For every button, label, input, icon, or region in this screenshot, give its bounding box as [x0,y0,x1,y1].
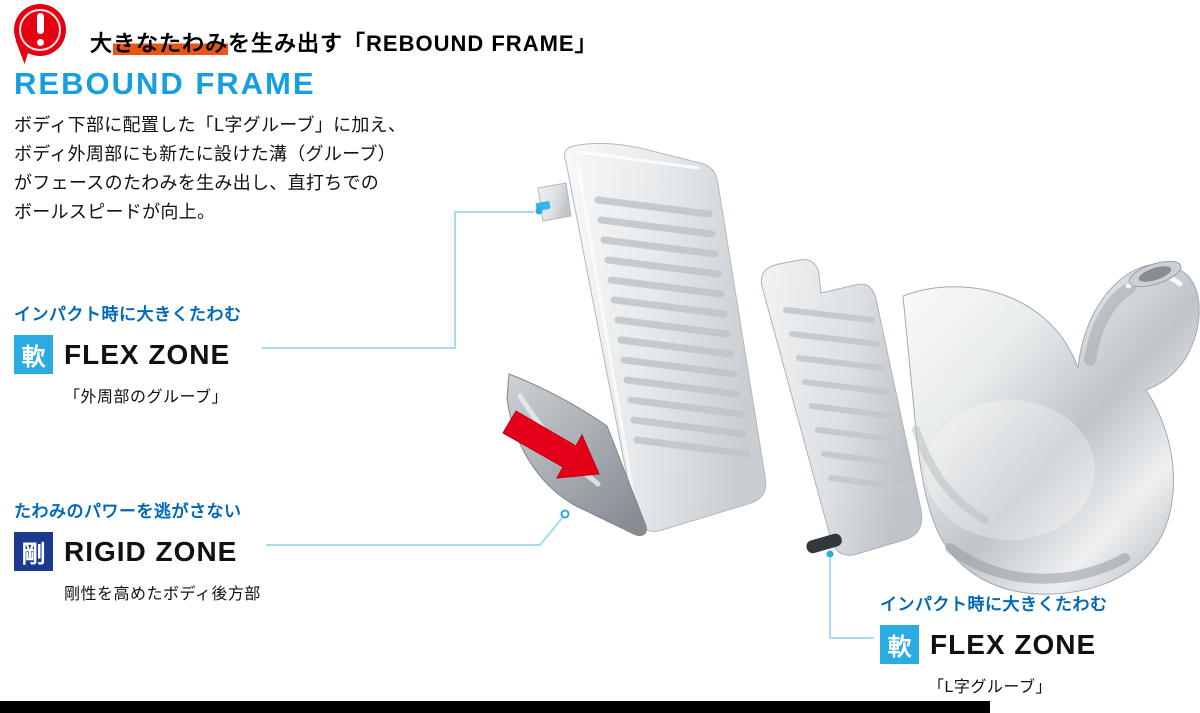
connector-dots [535,207,834,558]
description-line: ボディ外周部にも新たに設けた溝（グルーブ） [14,144,396,164]
zone-row: 軟 FLEX ZONE [880,625,1108,664]
callout-flex-outer: インパクト時に大きくたわむ 軟 FLEX ZONE 「外周部のグルーブ」 [14,300,242,407]
zone-row: 軟 FLEX ZONE [14,335,242,374]
section-title-prefix: 大 [90,31,114,56]
face-grooves [594,196,751,458]
zone-name: FLEX ZONE [930,628,1097,660]
plate-grooves [783,307,910,491]
section-title-suffix: を生み出す「REBOUND FRAME」 [228,31,598,56]
callout-tagline: インパクト時に大きくたわむ [14,305,242,324]
callout-rigid: たわみのパワーを逃がさない 剛 RIGID ZONE 剛性を高めたボディ後方部 [14,497,261,604]
l-groove-slot [806,533,842,554]
callout-caption: 剛性を高めたボディ後方部 [64,586,261,603]
exclamation-bar [36,13,44,34]
description-line: ボールスピードが向上。 [14,202,216,222]
callout-connectors [262,211,874,639]
zone-name: RIGID ZONE [64,535,238,567]
zone-row: 剛 RIGID ZONE [14,532,261,571]
feature-description: ボディ下部に配置した「L字グルーブ」に加え、 ボディ外周部にも新たに設けた溝（グ… [14,111,406,227]
club-face-plate [535,142,767,532]
exclamation-dot [36,39,44,46]
connector-flex-outer [262,211,534,349]
zone-name: FLEX ZONE [64,338,231,370]
l-groove-arrow [502,410,600,479]
description-line: ボディ下部に配置した「L字グルーブ」に加え、 [14,115,407,135]
callout-caption: 「L字グルーブ」 [928,679,1052,696]
alert-icon-bubble [14,4,66,56]
feature-heading: REBOUND FRAME [14,66,316,101]
section-divider [0,701,990,713]
soft-badge: 軟 [880,625,919,664]
alert-icon-ring [19,9,61,51]
soft-badge: 軟 [14,335,53,374]
connector-flex-l [829,558,874,639]
callout-caption: 「外周部のグルーブ」 [64,389,229,406]
connector-dot-flex-outer [535,207,543,215]
rigid-badge: 剛 [14,532,53,571]
callout-tagline: インパクト時に大きくたわむ [880,595,1108,614]
connector-rigid [266,516,564,546]
section-title-highlight: きなたわみ [113,31,229,56]
connector-dot-flex-l [826,550,834,558]
club-inner-plate [760,259,923,556]
club-body-hosel [902,260,1200,595]
alert-icon [8,2,72,66]
callout-tagline: たわみのパワーを逃がさない [14,502,242,521]
callout-flex-l: インパクト時に大きくたわむ 軟 FLEX ZONE 「L字グルーブ」 [880,590,1108,697]
section-title: 大きなたわみを生み出す「REBOUND FRAME」 [90,26,598,58]
description-line: がフェースのたわみを生み出し、直打ちでの [14,173,380,193]
connector-dot-rigid [560,509,570,519]
